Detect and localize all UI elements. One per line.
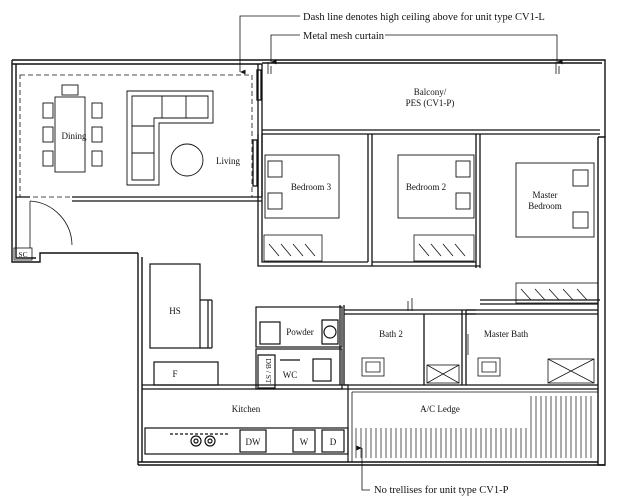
- label-master-bedroom: Bedroom: [528, 201, 562, 211]
- living-bottom-wall: [16, 196, 262, 202]
- note-no-trellises: No trellises for unit type CV1-P: [374, 485, 509, 496]
- balcony-inner-wall: [252, 64, 600, 197]
- bath-fixtures: [361, 298, 595, 384]
- mesh-marks: [267, 62, 560, 74]
- label-wc: WC: [283, 370, 298, 380]
- label-dishwasher: DW: [246, 437, 261, 447]
- bath-walls: [339, 305, 598, 390]
- note-high-ceiling: Dash line denotes high ceiling above for…: [303, 12, 545, 23]
- label-ac-ledge: A/C Ledge: [420, 404, 460, 414]
- bedroom-walls: [257, 134, 600, 305]
- label-hs: HS: [169, 306, 181, 316]
- label-sc: SC: [18, 250, 27, 259]
- label-bedroom-2: Bedroom 2: [406, 182, 446, 192]
- living-furniture: [126, 90, 214, 186]
- entrance-door: [29, 200, 73, 248]
- dining-set: [42, 84, 103, 173]
- label-washer: W: [300, 437, 309, 447]
- exterior-walls: [11, 59, 606, 466]
- label-bedroom-3: Bedroom 3: [291, 182, 332, 192]
- trellis-slats: [355, 396, 592, 458]
- label-living: Living: [216, 156, 240, 166]
- label-dryer: D: [330, 437, 337, 447]
- beds: [264, 154, 595, 238]
- sc-box: [13, 247, 33, 261]
- wardrobes: [263, 234, 599, 304]
- label-bath-2: Bath 2: [379, 329, 403, 339]
- label-dining: Dining: [61, 131, 87, 141]
- label-master: Master: [533, 190, 558, 200]
- label-pes: PES (CV1-P): [406, 98, 455, 108]
- leader-lines: [239, 15, 563, 491]
- label-kitchen: Kitchen: [232, 404, 261, 414]
- label-master-bath: Master Bath: [484, 329, 529, 339]
- label-balcony: Balcony/: [414, 87, 447, 97]
- kitchen-walls: [142, 361, 349, 462]
- label-db-st: DB / ST: [264, 358, 273, 383]
- ac-ledge: [351, 391, 598, 462]
- note-metal-mesh: Metal mesh curtain: [303, 31, 385, 42]
- hs-walls: [149, 263, 213, 349]
- label-powder: Powder: [286, 327, 314, 337]
- label-fridge: F: [172, 369, 177, 379]
- powder-wc-walls: [255, 306, 343, 390]
